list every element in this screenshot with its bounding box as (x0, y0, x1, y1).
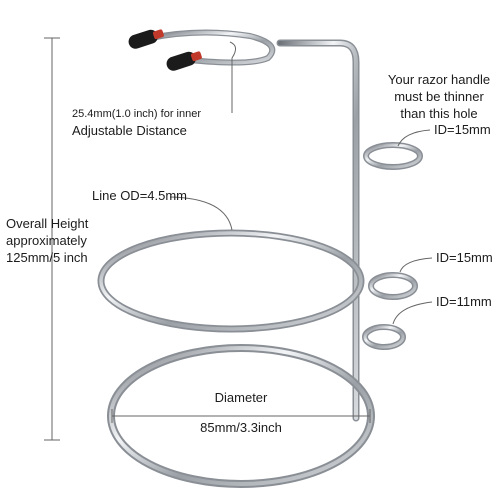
rubber-tip-upper (128, 29, 164, 49)
adjustable-distance-label: Adjustable Distance (72, 123, 187, 138)
diameter-dimension (111, 409, 371, 423)
middle-hole-ring (368, 272, 418, 300)
lower-hole-ring (362, 324, 406, 350)
diameter-value: 85mm/3.3inch (200, 420, 282, 435)
diameter-label: Diameter (214, 390, 268, 405)
lower-hole-leader (392, 301, 433, 325)
base-ring (107, 344, 375, 488)
overall-height-dimension (44, 37, 60, 441)
inner-distance-label: 25.4mm(1.0 inch) for inner (72, 108, 201, 120)
razor-note-line-1: Your razor handle (387, 72, 491, 87)
rubber-tips (128, 29, 202, 71)
line-od-label: Line OD=4.5mm (92, 188, 188, 203)
overall-height-line-1: Overall Height (6, 216, 89, 231)
top-hole-id-label: ID=15mm (434, 122, 491, 137)
middle-hole-id-label: ID=15mm (436, 250, 493, 265)
adjustable-distance-bracket (229, 41, 236, 113)
line-od-leader (169, 196, 233, 231)
lower-hole-id-label: ID=11mm (436, 294, 492, 309)
top-hole-leader (397, 129, 431, 147)
middle-hole-leader (399, 257, 433, 273)
razor-note-line-2: must be thinner (394, 89, 484, 104)
razor-note-line-3: than this hole (400, 106, 478, 121)
overall-height-line-3: 125mm/5 inch (6, 250, 88, 265)
overall-height-line-2: approximately (6, 233, 87, 248)
rubber-tip-lower (166, 51, 202, 71)
vertical-post (276, 39, 360, 422)
upper-large-ring (97, 229, 365, 333)
top-hole-ring (363, 142, 423, 170)
razor-yoke (147, 29, 276, 66)
